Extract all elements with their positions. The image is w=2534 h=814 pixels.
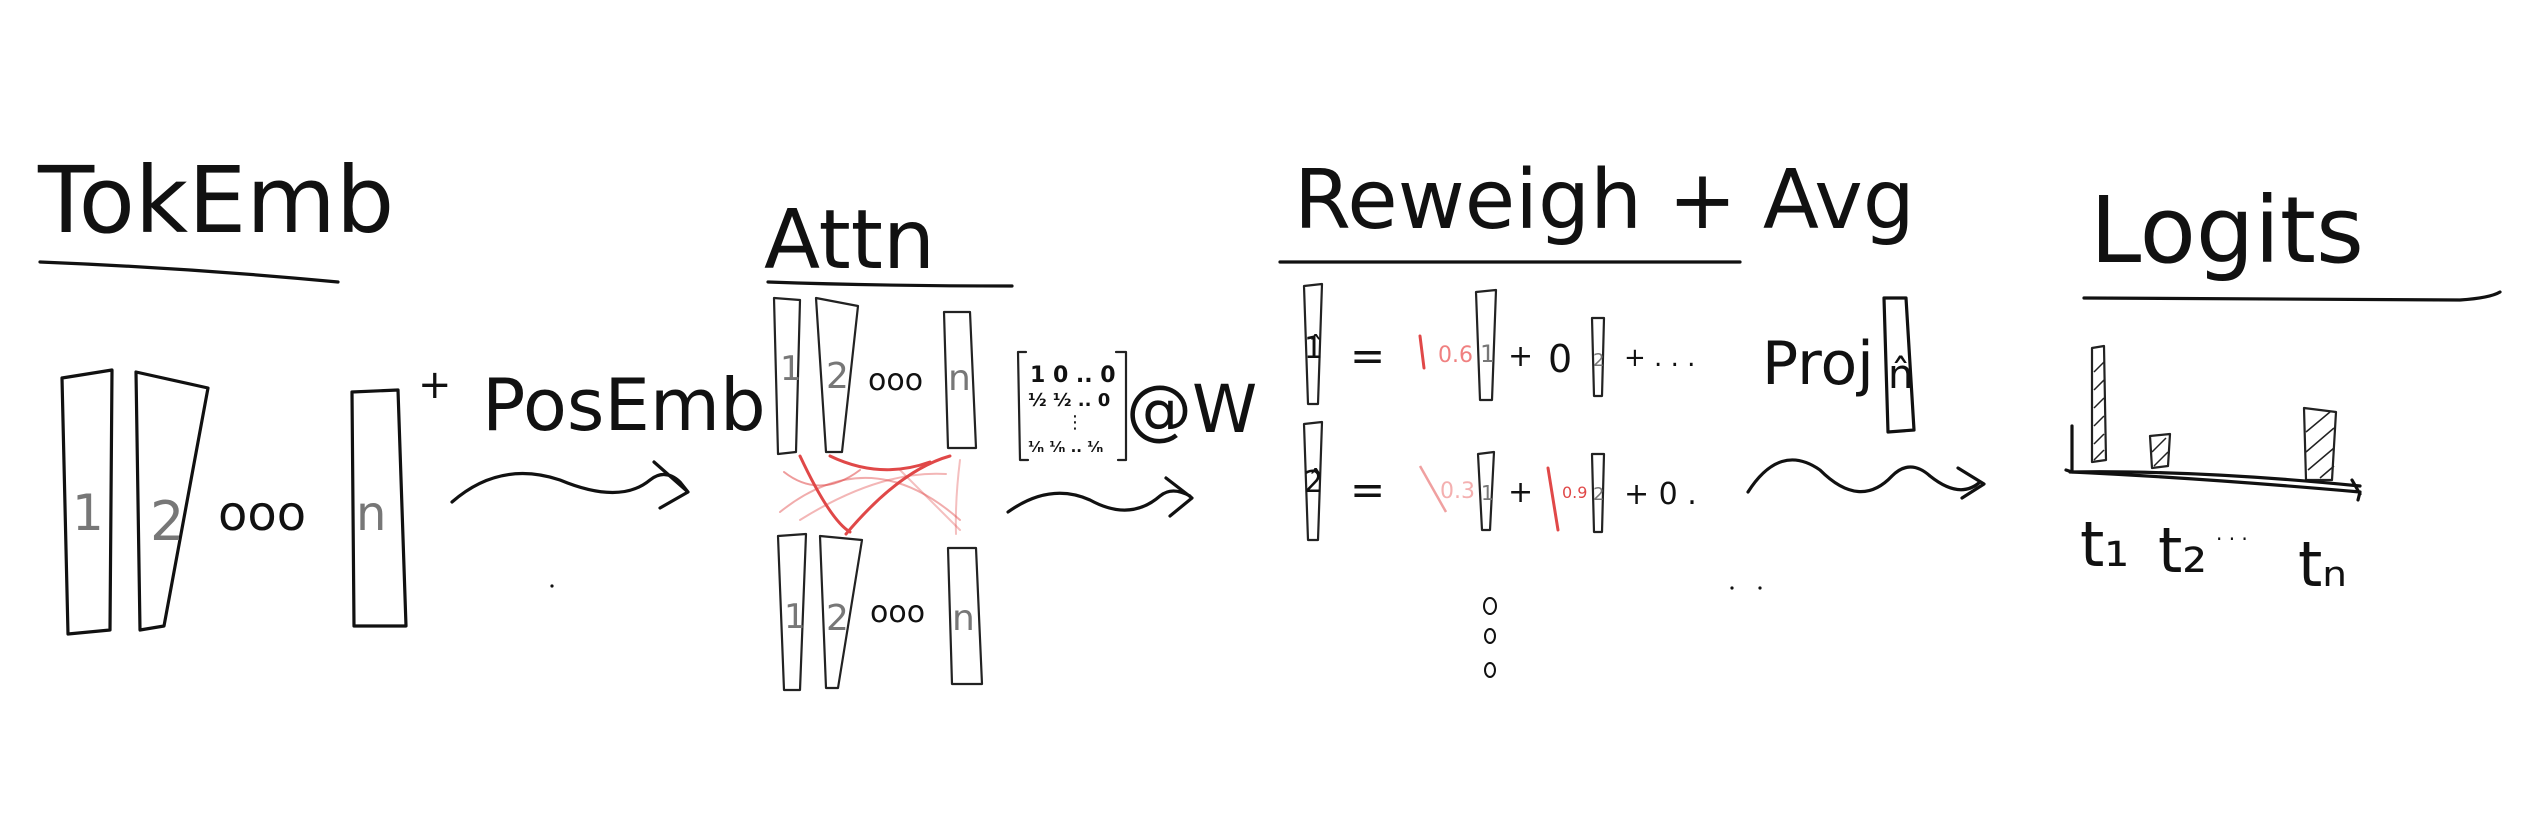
logit-label-tn: tₙ xyxy=(2298,528,2347,601)
logit-bar-2 xyxy=(2148,432,2172,470)
row1-w2: 0 xyxy=(1548,337,1572,381)
attn-bottom-vector-1 xyxy=(776,532,808,692)
row1-weight-stroke xyxy=(1418,334,1426,370)
attn-top-ellipsis: ooo xyxy=(868,363,923,398)
at-w-label: @W xyxy=(1126,371,1257,448)
tok-emb-section: TokEmb 1 2 ooo n + PosEmb xyxy=(37,147,766,636)
reweigh-arrow xyxy=(1746,458,1986,500)
row2-w2: 0.9 xyxy=(1562,483,1587,502)
proj-output-label: n̂ xyxy=(1888,352,1913,398)
row1-lhs-vector xyxy=(1302,282,1324,406)
row2-v2-vector xyxy=(1590,452,1606,534)
attn-title: Attn xyxy=(764,193,935,288)
attn-bottom-label-n: n xyxy=(952,598,975,639)
row1-dots: + . . . xyxy=(1624,343,1695,373)
matrix-left-bracket xyxy=(1016,350,1030,462)
matrix-row-2: ½ ½ .. 0 xyxy=(1028,390,1110,411)
tok-vector-2 xyxy=(134,370,210,632)
tok-emb-underline xyxy=(38,260,340,284)
attn-section: Attn 1 2 ooo n 1 2 ooo n xyxy=(764,193,1257,692)
tok-vector-1-label: 1 xyxy=(72,484,104,542)
tok-vector-n xyxy=(350,388,408,628)
reweigh-title: Reweigh + Avg xyxy=(1294,153,1915,248)
logits-underline xyxy=(2082,290,2502,302)
logit-label-dots: · · · xyxy=(2216,527,2248,551)
reweigh-section: Reweigh + Avg 1̂ = 0.6 1 + 0 2 + . . . 2… xyxy=(1278,153,1986,678)
row1-eq: = xyxy=(1350,331,1385,380)
row2-v2-label: 2 xyxy=(1593,484,1604,505)
logit-bar-1 xyxy=(2090,344,2108,464)
row1-v2-label: 2 xyxy=(1593,350,1604,371)
row2-weight-stroke-2 xyxy=(1546,466,1560,532)
proj-label: Proj xyxy=(1762,329,1874,399)
attention-matrix: 1 0 .. 0 ½ ½ .. 0 ⋮ ⅟ₙ ⅟ₙ .. ⅟ₙ xyxy=(1016,350,1128,462)
row1-v1-vector xyxy=(1474,288,1498,402)
logit-label-t2: t₂ xyxy=(2158,514,2207,587)
pos-emb-label: PosEmb xyxy=(482,363,766,447)
tok-vector-n-label: n xyxy=(356,486,386,542)
row2-v1-label: 1 xyxy=(1481,481,1494,505)
row2-lhs-label: 2̂ xyxy=(1304,465,1323,500)
row2-v1-vector xyxy=(1476,450,1496,532)
proj-output-vector xyxy=(1882,296,1916,434)
plus-sign: + xyxy=(418,362,452,408)
row1-w1: 0.6 xyxy=(1438,343,1473,368)
stray-dot xyxy=(550,584,554,588)
tok-arrow xyxy=(450,460,690,510)
tok-ellipsis: ooo xyxy=(218,486,306,542)
attn-top-label-2: 2 xyxy=(826,356,849,397)
attn-underline xyxy=(766,280,1014,288)
row2-weight-stroke-1 xyxy=(1418,465,1448,513)
vertical-dots xyxy=(1483,597,1497,678)
row1-plus: + xyxy=(1508,339,1533,374)
tok-vector-2-label: 2 xyxy=(150,490,184,553)
matrix-row-4: ⅟ₙ ⅟ₙ .. ⅟ₙ xyxy=(1028,438,1103,456)
tok-emb-title: TokEmb xyxy=(37,147,394,254)
attn-bottom-vector-n xyxy=(946,546,984,686)
attn-top-label-1: 1 xyxy=(780,349,802,389)
logit-label-t1: t₁ xyxy=(2080,508,2129,581)
tok-vector-1 xyxy=(60,368,114,636)
attn-top-label-n: n xyxy=(948,358,971,399)
row1-v1-label: 1 xyxy=(1480,340,1495,368)
attn-bottom-ellipsis: ooo xyxy=(870,595,925,630)
logits-title: Logits xyxy=(2090,177,2364,284)
matrix-right-bracket xyxy=(1114,350,1128,462)
row2-plus: + xyxy=(1508,475,1533,510)
matrix-row-1: 1 0 .. 0 xyxy=(1030,363,1116,388)
attention-lines xyxy=(779,454,961,536)
attn-bottom-label-2: 2 xyxy=(826,598,849,639)
matrix-row-3: ⋮ xyxy=(1066,412,1084,433)
attn-bottom-vector-2 xyxy=(818,534,864,690)
attn-top-vector-n xyxy=(942,310,978,450)
logits-section: Logits t₁ t₂ · · · tₙ xyxy=(2064,177,2502,601)
row2-eq: = xyxy=(1350,465,1385,514)
attn-bottom-label-1: 1 xyxy=(784,597,806,637)
row1-v2-vector xyxy=(1590,316,1606,398)
row2-lhs-vector xyxy=(1302,420,1324,542)
attn-top-vector-1 xyxy=(772,296,802,456)
row1-lhs-label: 1̂ xyxy=(1304,331,1323,366)
logits-bars xyxy=(2064,344,2362,502)
attn-top-vector-2 xyxy=(814,296,860,454)
row2-dots: + 0 . xyxy=(1624,477,1697,512)
logit-bar-n xyxy=(2302,406,2338,482)
attn-arrow xyxy=(1006,476,1194,518)
row2-w1: 0.3 xyxy=(1440,479,1475,504)
